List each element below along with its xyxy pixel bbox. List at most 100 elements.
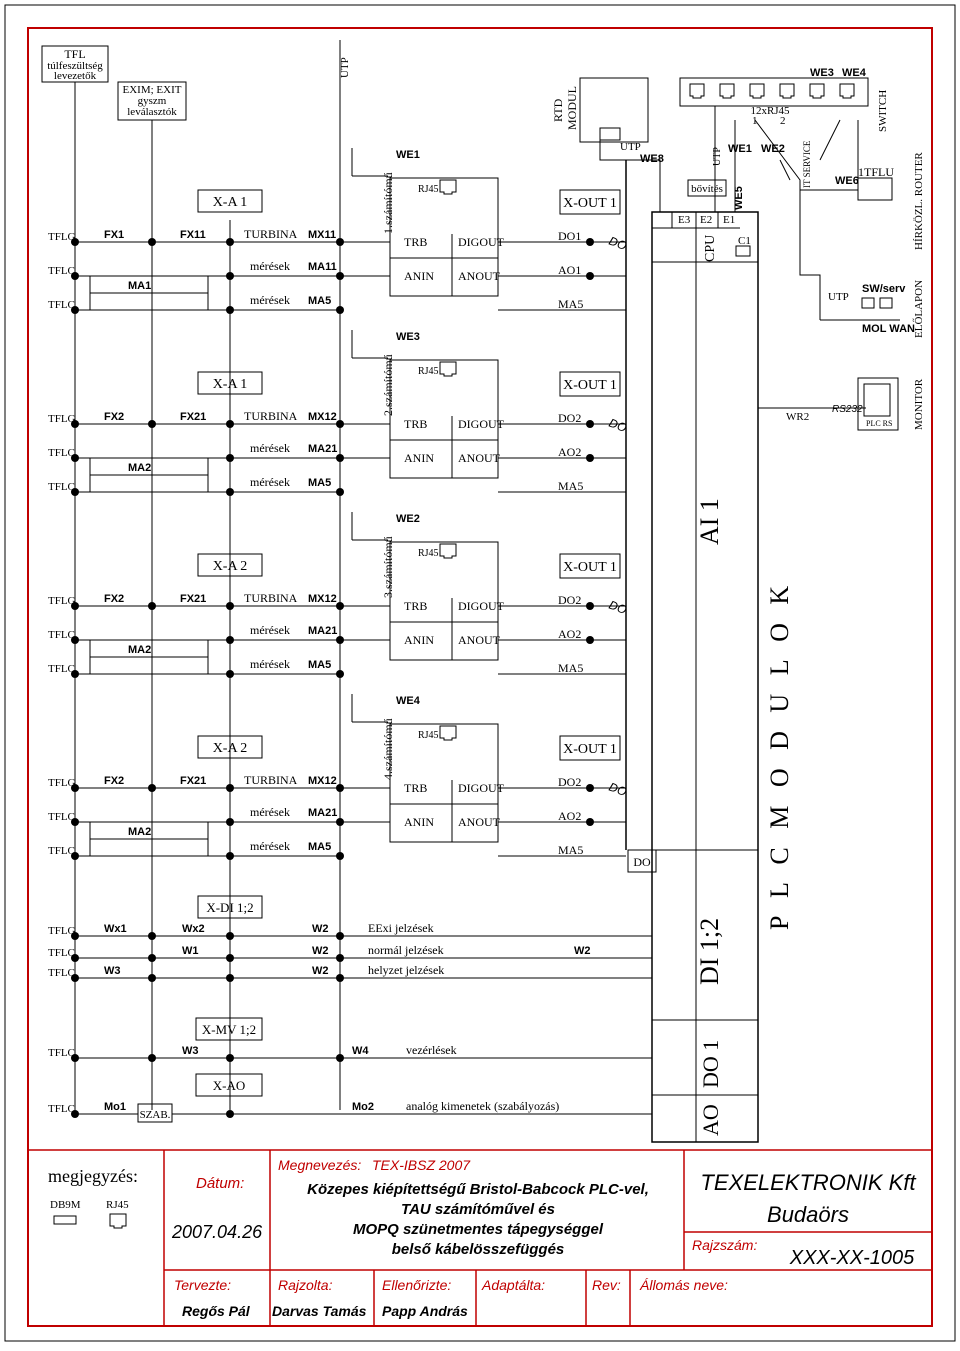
junction-dot (226, 238, 234, 246)
junction-dot (71, 1054, 79, 1062)
rtd-label: RTD (551, 98, 565, 122)
xout-box (559, 735, 621, 761)
junction-dot (226, 1054, 234, 1062)
junction-dot (336, 670, 344, 678)
ma5-label: MA5 (308, 659, 331, 671)
computer-label: 4.számítómű (381, 718, 395, 780)
rajzszam-label: Rajzszám: (692, 1237, 757, 1253)
mv-section: X-MV 1;2 X-AO SZAB. (137, 1017, 263, 1123)
title-block (28, 1149, 932, 1326)
junction-dot (226, 670, 234, 678)
e3-label: E3 (678, 214, 691, 226)
junction-dot (586, 238, 594, 246)
mx-label: MX12 (308, 593, 337, 605)
junction-dot (226, 420, 234, 428)
junction-dot (226, 488, 234, 496)
e1-label: E1 (723, 214, 735, 226)
rj45-legend-symbol (109, 1213, 127, 1229)
turbina-label: TURBINA (244, 227, 298, 241)
company-city: Budaörs (767, 1202, 849, 1227)
network-lines (599, 106, 859, 320)
do-italic-label: DO (607, 416, 629, 435)
rj45-port-icon (439, 179, 457, 195)
tflg-label: TFLG (48, 777, 76, 789)
we2-top: WE2 (761, 143, 785, 155)
trb-label: TRB (404, 781, 427, 795)
it-service-label: IT SERVICE (802, 140, 812, 188)
switch-ports (689, 83, 855, 99)
szab-box (137, 1103, 173, 1123)
tflc-label: TFLC (48, 299, 75, 311)
ma5-right-label: MA5 (558, 479, 583, 493)
ma5-label: MA5 (308, 477, 331, 489)
junction-dot (148, 420, 156, 428)
bus-lines (74, 40, 341, 1110)
switch-port-2: 2 (780, 115, 786, 127)
switch-port-icon (689, 83, 705, 99)
digout-label: DIGOUT (458, 235, 505, 249)
ma-r-label: MA21 (308, 625, 337, 637)
di-wire-a: W3 (104, 965, 121, 977)
anin-label: ANIN (404, 815, 434, 829)
allomas-label: Állomás neve: (639, 1277, 728, 1293)
tflc-label: TFLC (48, 481, 75, 493)
utp-right: UTP (828, 291, 849, 303)
junction-dot (148, 1054, 156, 1062)
cpu-label: CPU (703, 235, 718, 262)
utp-rtd: UTP (620, 141, 641, 153)
rj45x12-label: 12xRJ45 (750, 105, 790, 117)
anin-label: ANIN (404, 451, 434, 465)
anout-label: ANOUT (458, 269, 501, 283)
ellenorizte-value: Papp András (382, 1303, 468, 1319)
tflc-label: TFLC (48, 967, 75, 979)
rj45-label: RJ45 (418, 548, 439, 559)
meresek-label: mérések (250, 259, 290, 273)
xa-box (197, 189, 263, 213)
junction-dot (586, 636, 594, 644)
di-module-label: DI 1;2 (695, 918, 724, 985)
xa-label: X-A 2 (213, 559, 248, 574)
we-label: WE4 (396, 695, 421, 707)
junction-dot (336, 488, 344, 496)
tflc-label: TFLC (48, 811, 75, 823)
we8-label: WE8 (640, 153, 664, 165)
tervezte-label: Tervezte: (174, 1277, 231, 1293)
rs232-label: RS232 (832, 404, 863, 415)
junction-dot (71, 670, 79, 678)
rajzszam-value: XXX-XX-1005 (789, 1247, 915, 1269)
sw-serv-label: SW/serv (862, 283, 906, 295)
desc-line-3: MOPQ szünetmentes tápegységgel (353, 1221, 604, 1238)
junction-dot (586, 784, 594, 792)
di-desc: EExi jelzések (368, 921, 434, 935)
exim-desc-2: leválasztók (127, 106, 177, 118)
mx-label: MX11 (308, 229, 336, 241)
junction-dot (71, 974, 79, 982)
szab-label: SZAB. (140, 1109, 171, 1121)
ma5-label: MA5 (308, 295, 331, 307)
xa-box (197, 735, 263, 759)
do-module-label: DO 1 (698, 1040, 723, 1088)
xout-box (559, 371, 621, 397)
switch-port-icon (779, 83, 795, 99)
do-italic-label: DO (607, 234, 629, 253)
junction-dot (336, 420, 344, 428)
switch-label: SWITCH (877, 90, 889, 132)
junction-dot (71, 272, 79, 280)
do-box (627, 849, 657, 873)
junction-dot (336, 602, 344, 610)
do-label: DO1 (558, 229, 581, 243)
sheet-outer-border (4, 4, 956, 1342)
junction-dot (586, 818, 594, 826)
tflc-label: TFLC (48, 265, 75, 277)
di-wire-b: Wx2 (182, 923, 205, 935)
ao-module-label: AO (698, 1104, 723, 1136)
c1-port (735, 245, 751, 257)
rj45-port-icon (439, 543, 457, 559)
tflc-label: TFLC (48, 1103, 75, 1115)
ma5-label: MA5 (308, 841, 331, 853)
